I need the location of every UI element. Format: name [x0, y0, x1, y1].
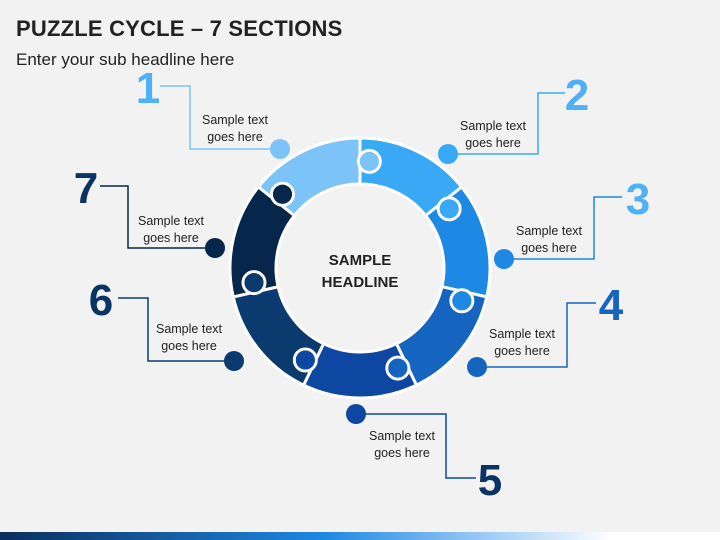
puzzle-tab-fill-1	[359, 151, 379, 171]
section-text-line2-4: goes here	[494, 344, 550, 358]
puzzle-tab-fill-6	[244, 273, 264, 293]
puzzle-piece-7	[228, 184, 297, 299]
center-headline-line2: HEADLINE	[322, 274, 399, 291]
section-number-6: 6	[89, 276, 113, 325]
section-text-line1-2: Sample text	[460, 119, 527, 133]
puzzle-tab-fill-5	[295, 350, 315, 370]
section-text-line2-7: goes here	[143, 231, 199, 245]
callout-dot-7	[205, 238, 225, 258]
section-number-1: 1	[136, 64, 160, 113]
section-number-4: 4	[599, 281, 624, 330]
section-text-line2-2: goes here	[465, 136, 521, 150]
connector-line-2	[448, 92, 565, 155]
section-text-line1-7: Sample text	[138, 214, 205, 228]
callout-dot-5	[346, 404, 366, 424]
puzzle-ring	[228, 136, 492, 400]
section-text-line1-5: Sample text	[369, 429, 436, 443]
puzzle-tab-fill-4	[388, 358, 408, 378]
section-text-line2-1: goes here	[207, 130, 263, 144]
center-headline-line1: SAMPLE	[329, 252, 392, 269]
slide-title: PUZZLE CYCLE – 7 SECTIONS	[16, 16, 343, 41]
puzzle-tab-fill-2	[439, 199, 459, 219]
section-number-7: 7	[74, 164, 98, 213]
connector-line-6	[118, 297, 234, 362]
puzzle-tab-fill-3	[452, 291, 472, 311]
section-text-line1-6: Sample text	[156, 322, 223, 336]
connector-line-1	[160, 85, 280, 150]
section-number-3: 3	[626, 175, 650, 224]
section-number-2: 2	[565, 71, 589, 120]
section-text-line2-3: goes here	[521, 241, 577, 255]
connector-line-5	[356, 413, 476, 479]
section-text-line2-5: goes here	[374, 446, 430, 460]
callout-dot-1	[270, 139, 290, 159]
callout-dot-2	[438, 144, 458, 164]
connector-line-4	[477, 302, 596, 368]
connector-line-3	[504, 196, 622, 260]
section-number-5: 5	[478, 456, 502, 505]
callout-dot-4	[467, 357, 487, 377]
section-text-line2-6: goes here	[161, 339, 217, 353]
callout-dot-6	[224, 351, 244, 371]
slide-subtitle: Enter your sub headline here	[16, 50, 235, 69]
section-text-line1-1: Sample text	[202, 113, 269, 127]
bottom-accent-bar	[0, 532, 720, 540]
section-text-line1-3: Sample text	[516, 224, 583, 238]
puzzle-tab-fill-7	[272, 184, 292, 204]
connector-line-7	[100, 185, 215, 249]
callout-dot-3	[494, 249, 514, 269]
section-text-line1-4: Sample text	[489, 327, 556, 341]
